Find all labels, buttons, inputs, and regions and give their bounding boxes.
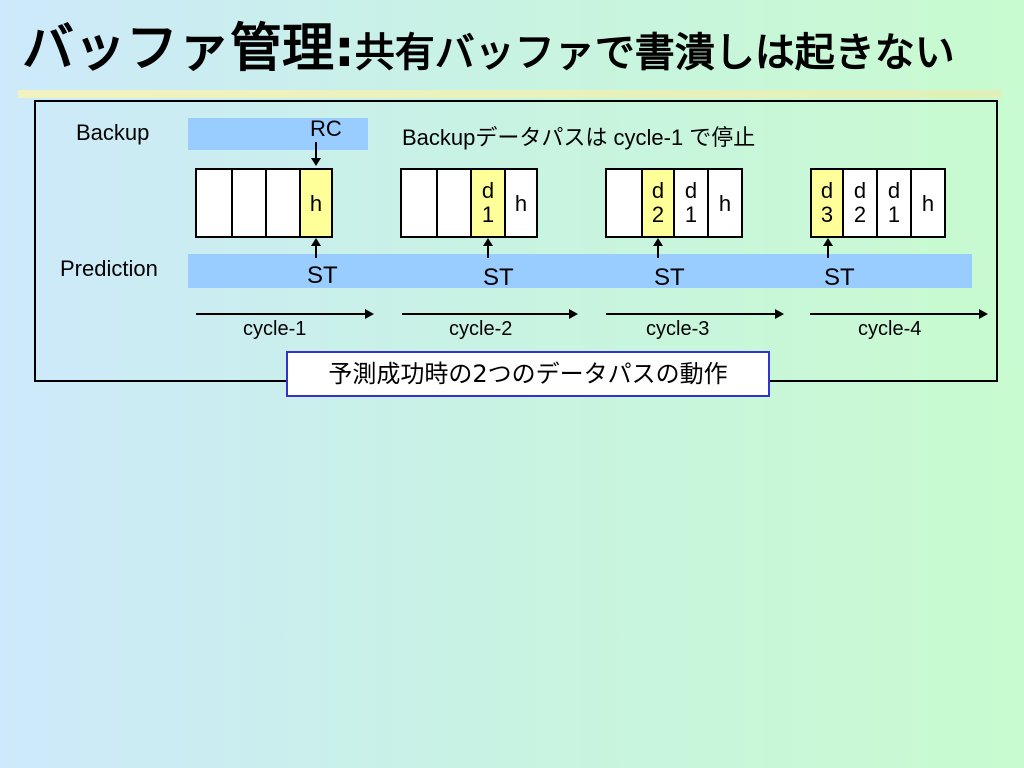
st-label: ST [654, 264, 685, 291]
cycle-arrow [810, 309, 988, 319]
cycle-arrow [606, 309, 784, 319]
st-label: ST [483, 264, 514, 291]
st-label: ST [824, 264, 855, 291]
cycle-arrow [402, 309, 578, 319]
cycle-label: cycle-3 [646, 318, 710, 340]
st-label: ST [307, 262, 338, 289]
cycle-arrow [196, 309, 374, 319]
cycle-label: cycle-4 [858, 318, 922, 340]
st-arrow [311, 238, 321, 258]
prediction-band [188, 254, 972, 288]
buffer-cell [265, 168, 301, 238]
cycle-label: cycle-2 [449, 318, 513, 340]
buffer-cell [400, 168, 438, 238]
title-underline [18, 90, 1002, 98]
st-arrow [823, 238, 833, 258]
diagram-caption: 予測成功時の2つのデータパスの動作 [286, 351, 770, 397]
buffer-cell: h [299, 168, 333, 238]
title-sub: 共有バッファで書潰しは起きない [354, 30, 955, 76]
backup-band [188, 118, 368, 150]
prediction-label: Prediction [60, 256, 158, 281]
st-arrow [653, 238, 663, 258]
st-arrow [483, 238, 493, 258]
rc-label: RC [310, 116, 342, 141]
buffer-cell [195, 168, 233, 238]
buffer-cell: h [504, 168, 538, 238]
backup-note: Backupデータパスは cycle-1 で停止 [402, 125, 756, 150]
buffer-cell [605, 168, 643, 238]
buffer-cell: h [707, 168, 743, 238]
buffer-cell: h [910, 168, 946, 238]
cycle-label: cycle-1 [243, 318, 307, 340]
backup-label: Backup [76, 120, 150, 145]
buffer-cell [231, 168, 267, 238]
buffer-cell [436, 168, 472, 238]
title-main: バッファ管理: [22, 19, 355, 79]
slide-title: バッファ管理:共有バッファで書潰しは起きない [22, 14, 955, 88]
rc-arrow [311, 142, 321, 166]
